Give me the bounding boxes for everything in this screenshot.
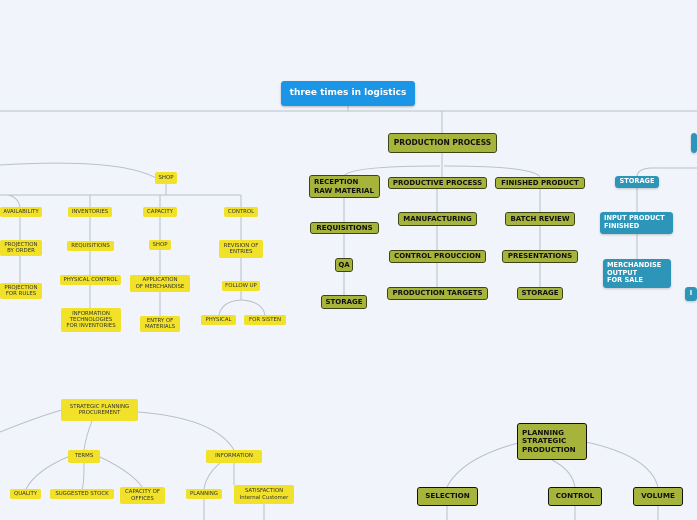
- node-follow-up[interactable]: FOLLOW UP: [222, 281, 260, 291]
- node-batch-review[interactable]: BATCH REVIEW: [505, 212, 575, 226]
- node-volume[interactable]: VOLUME: [633, 487, 683, 506]
- node-quality[interactable]: QUALITY: [10, 489, 41, 499]
- node-for-sisten[interactable]: FOR SISTEN: [244, 315, 286, 325]
- node-selection[interactable]: SELECTION: [417, 487, 478, 506]
- node-storage-o2[interactable]: STORAGE: [517, 287, 563, 300]
- node-information[interactable]: INFORMATION: [206, 450, 262, 463]
- node-proj-rules[interactable]: PROJECTION FOR RULES: [0, 283, 42, 299]
- node-application[interactable]: APPLICATION OF MERCHANDISE: [130, 275, 190, 292]
- node-strategic[interactable]: STRATEGIC PLANNING PROCUREMENT: [61, 399, 138, 421]
- node-control-y[interactable]: CONTROL: [224, 207, 258, 217]
- node-storage-t[interactable]: STORAGE: [615, 176, 659, 188]
- node-inventories[interactable]: INVENTORIES: [68, 207, 112, 217]
- node-suggested[interactable]: SUGGESTED STOCK: [50, 489, 114, 499]
- node-shop2[interactable]: SHOP: [149, 240, 171, 250]
- node-requisitions-y[interactable]: REQUISITIONS: [67, 241, 114, 251]
- node-productive-process[interactable]: PRODUCTIVE PROCESS: [388, 177, 487, 189]
- node-presentations[interactable]: PRESENTATIONS: [502, 250, 578, 263]
- node-requisitions-o[interactable]: REQUISITIONS: [310, 222, 379, 234]
- node-revision[interactable]: REVISION OF ENTRIES: [219, 240, 263, 258]
- node-offscreen-mid[interactable]: I: [685, 287, 697, 301]
- node-planning-y[interactable]: PLANNING: [186, 489, 222, 499]
- node-root[interactable]: three times in logistics: [281, 81, 415, 106]
- node-availability[interactable]: AVAILABILITY: [0, 207, 42, 217]
- node-production-process[interactable]: PRODUCTION PROCESS: [388, 133, 497, 153]
- node-storage-o1[interactable]: STORAGE: [321, 295, 367, 309]
- node-capacity[interactable]: CAPACITY: [143, 207, 177, 217]
- node-info-tech[interactable]: INFORMATION TECHNOLOGIES FOR INVENTORIES: [61, 308, 121, 332]
- node-capacity-offices[interactable]: CAPACITY OF OFFICES: [120, 487, 165, 504]
- node-production-targets[interactable]: PRODUCTION TARGETS: [387, 287, 488, 300]
- node-planning-strategic[interactable]: PLANNING STRATEGIC PRODUCTION: [517, 423, 587, 460]
- node-entry-materials[interactable]: ENTRY OF MATERIALS: [140, 316, 180, 332]
- node-finished-product[interactable]: FINISHED PRODUCT: [495, 177, 585, 189]
- node-proj-order[interactable]: PROJECTION BY ORDER: [0, 240, 42, 256]
- node-reception[interactable]: RECEPTION RAW MATERIAL: [309, 175, 380, 198]
- node-terms[interactable]: TERMS: [68, 450, 100, 463]
- node-merchandise[interactable]: MERCHANDISE OUTPUT FOR SALE: [603, 259, 671, 288]
- node-physical-control[interactable]: PHYSICAL CONTROL: [60, 275, 121, 285]
- node-shop[interactable]: SHOP: [155, 172, 177, 184]
- node-qa[interactable]: QA: [335, 258, 353, 272]
- node-offscreen-top[interactable]: [691, 133, 697, 153]
- node-input-product[interactable]: INPUT PRODUCT FINISHED: [600, 212, 673, 234]
- node-physical[interactable]: PHYSICAL: [201, 315, 236, 325]
- node-control-o[interactable]: CONTROL: [548, 487, 602, 506]
- node-control-prouccion[interactable]: CONTROL PROUCCION: [389, 250, 486, 263]
- node-satisfaction[interactable]: SATISFACTION Internal Customer: [234, 485, 294, 504]
- node-manufacturing[interactable]: MANUFACTURING: [398, 212, 477, 226]
